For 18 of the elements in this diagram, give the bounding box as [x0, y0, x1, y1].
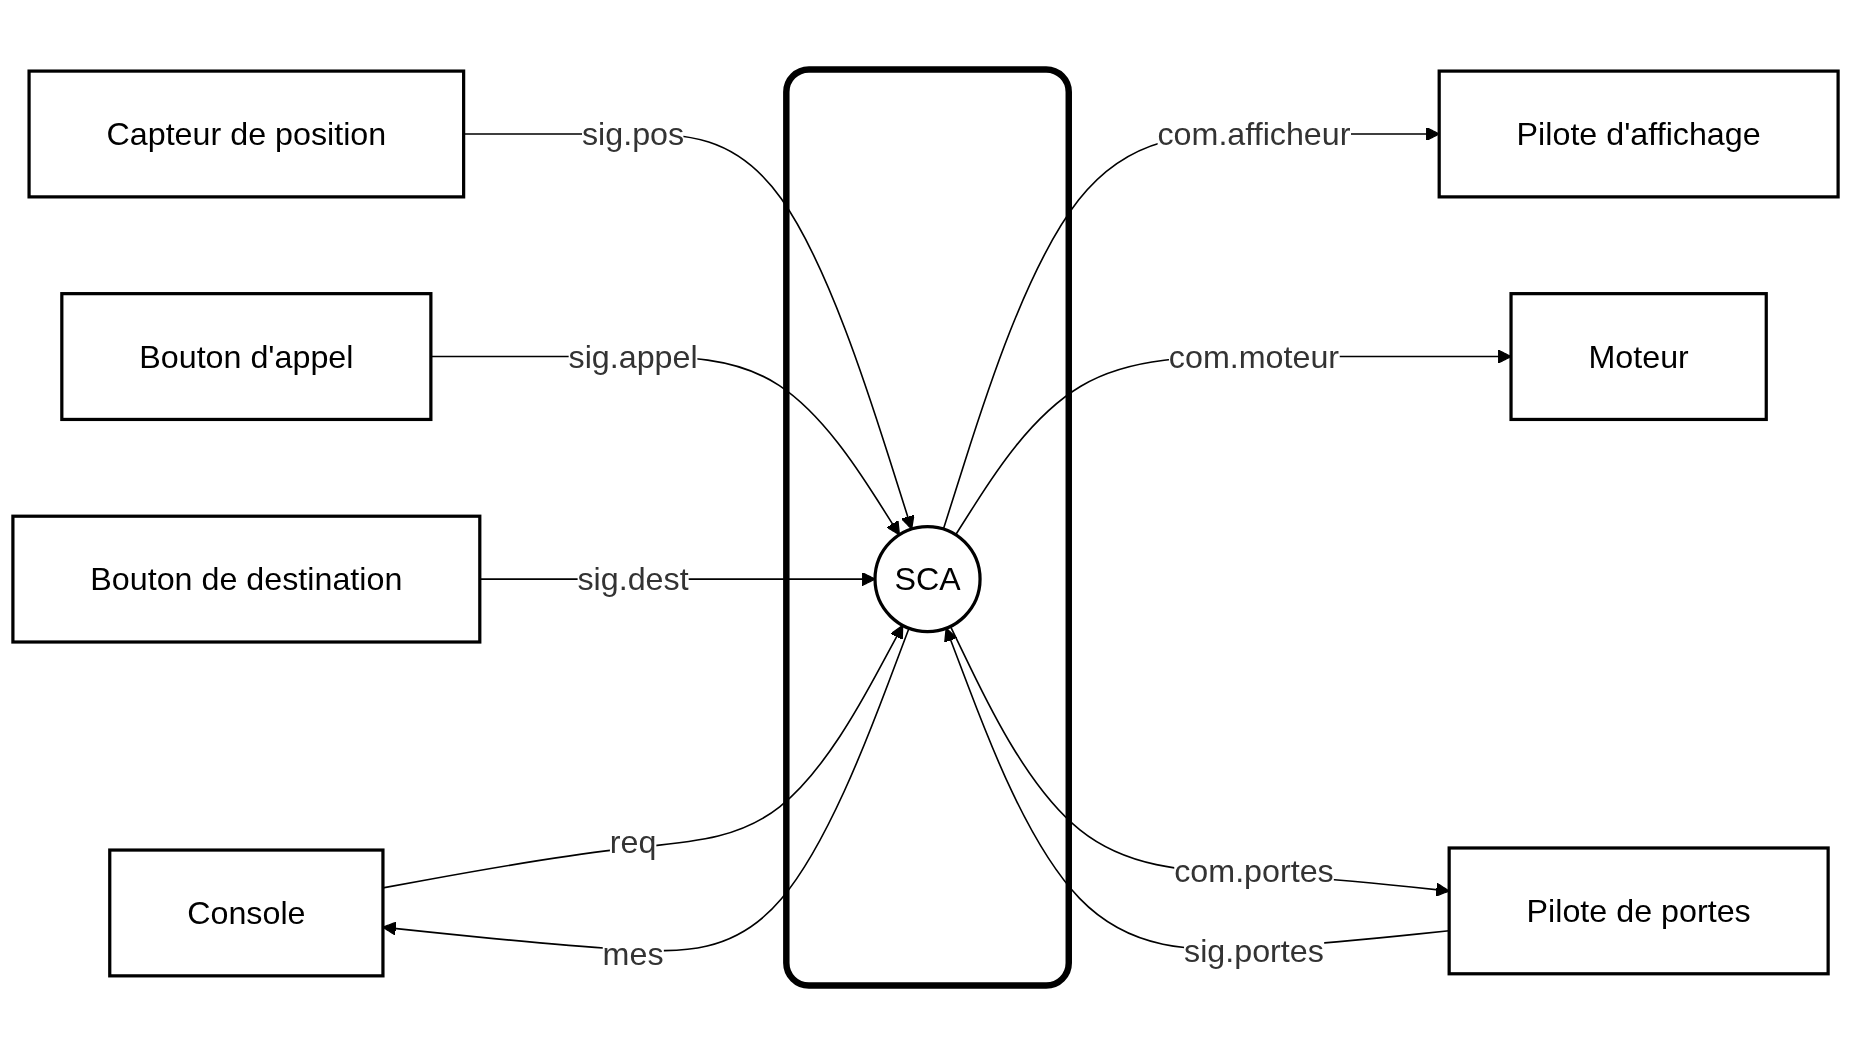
node-box: Bouton de destination: [11, 514, 482, 644]
edge-label: com.moteur: [1168, 338, 1340, 375]
edge-label: req: [609, 824, 657, 860]
edge-label: com.afficheur: [1157, 116, 1351, 152]
edge-label: sig.dest: [577, 561, 689, 597]
edge-label: sig.portes: [1184, 933, 1324, 969]
edge-label: com.portes: [1174, 852, 1334, 889]
edge-label: mes: [602, 935, 664, 972]
node-circle: SCA: [873, 524, 982, 634]
node-box: Bouton d'appel: [60, 292, 433, 422]
edge-label: sig.pos: [581, 116, 685, 152]
node-box: Console: [108, 848, 385, 978]
cluster: [783, 66, 1072, 989]
node-box: Capteur de position: [27, 69, 466, 199]
node-box: Moteur: [1509, 292, 1768, 422]
edge-label: sig.appel: [568, 338, 698, 375]
node-box: Pilote de portes: [1447, 846, 1830, 976]
node-box: Pilote d'affichage: [1437, 69, 1840, 199]
